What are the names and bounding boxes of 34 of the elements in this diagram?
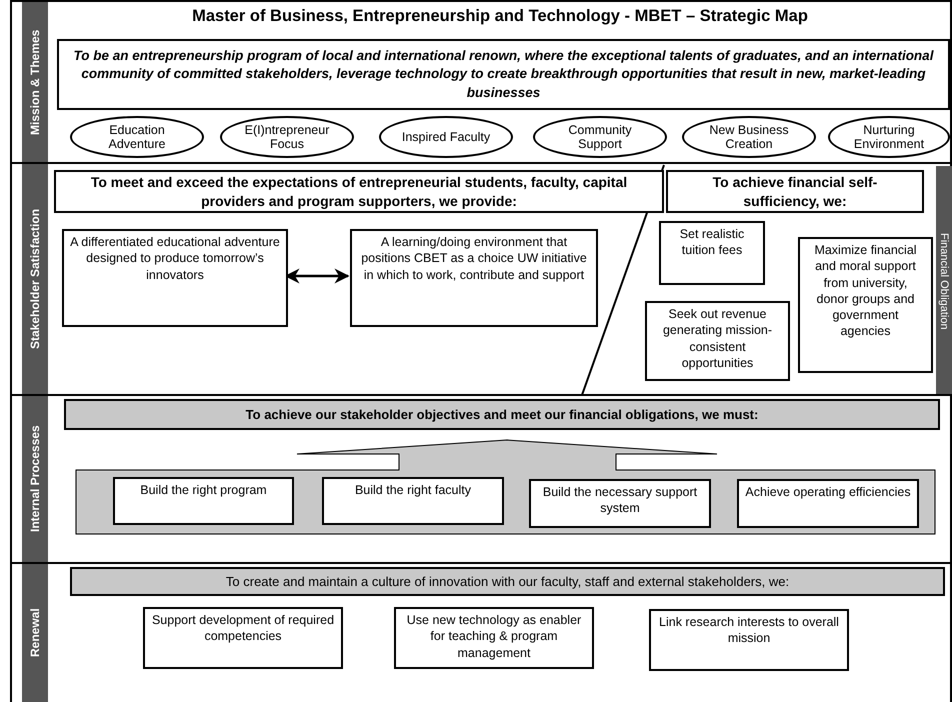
process-box: Build the right program [113, 477, 294, 525]
row-band [10, 162, 952, 396]
initiative-box: Link research interests to overall mission [649, 609, 849, 671]
process-box: Build the necessary support system [529, 479, 711, 528]
header-banner: To create and maintain a culture of innovation with our faculty, staff and external stakeholders, we: [70, 567, 945, 596]
initiative-box: Support development of required competencies [143, 607, 343, 669]
theme-ellipse: Inspired Faculty [379, 116, 513, 158]
row-label: Mission & Themes [22, 2, 48, 162]
theme-ellipse: Community Support [533, 116, 667, 158]
side-tab: Financial Obligation [936, 166, 952, 396]
header-banner: To meet and exceed the expectations of entrepreneurial students, faculty, capital providers and program supporters, we provide: [54, 170, 664, 213]
row-label: Internal Processes [22, 396, 48, 562]
objective-box: Set realistic tuition fees [659, 221, 765, 285]
theme-ellipse: E(I)ntrepreneur Focus [220, 116, 354, 158]
objective-box: Maximize financial and moral support from university, donor groups and government agencies [798, 237, 933, 373]
theme-ellipse: New Business Creation [682, 116, 816, 158]
process-box: Achieve operating efficiencies [737, 479, 919, 528]
row-band [10, 0, 952, 164]
objective-box: A learning/doing environment that positions CBET as a choice UW initiative in which to work, contribute and support [350, 229, 598, 327]
objective-box: A differentiated educational adventure designed to produce tomorrow’s innovators [62, 229, 288, 327]
objective-box: Seek out revenue generating mission-consistent opportunities [645, 301, 790, 381]
header-banner: To achieve financial self-sufficiency, we: [666, 170, 924, 213]
theme-ellipse: Education Adventure [70, 116, 204, 158]
map-title: Master of Business, Entrepreneurship and Technology - MBET – Strategic Map [191, 7, 809, 26]
row-label: Renewal [22, 564, 48, 702]
row-band [10, 394, 952, 564]
mission-statement-box: To be an entrepreneurship program of local and international renown, where the exceptional talents of graduates, and an international community of committed stakeholders, leverage technology to create breakthrough opportunities that result in new, market-leading businesses [57, 39, 950, 110]
block-arrow-panel [75, 439, 936, 535]
row-band [10, 562, 952, 702]
initiative-box: Use new technology as enabler for teaching & program management [394, 607, 594, 669]
theme-ellipse: Nurturing Environment [828, 116, 950, 158]
process-box: Build the right faculty [322, 477, 504, 525]
header-banner: To achieve our stakeholder objectives and meet our financial obligations, we must: [64, 399, 940, 430]
row-label: Stakeholder Satisfaction [22, 164, 48, 394]
